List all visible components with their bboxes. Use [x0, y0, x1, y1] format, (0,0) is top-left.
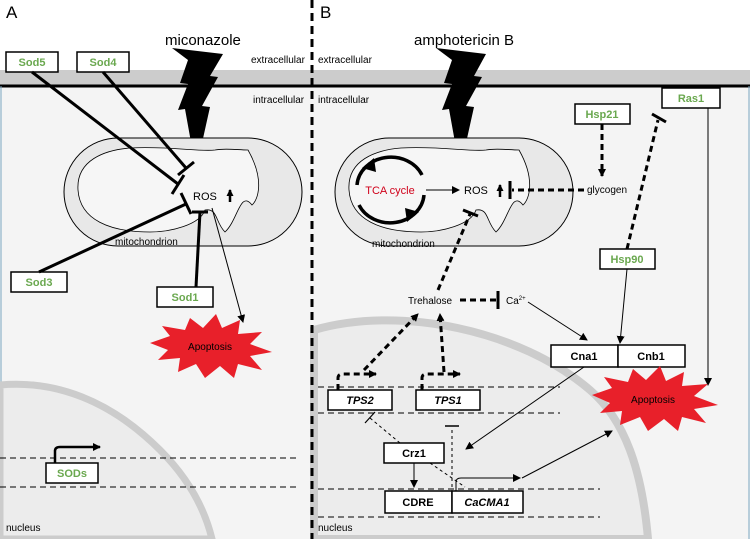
extracellular-label-a: extracellular: [251, 55, 306, 66]
hsp21-label: Hsp21: [585, 109, 618, 121]
tps1-gene-box: [415, 389, 481, 411]
trehalose-inhibit-ros-bar: [462, 208, 479, 218]
intracellular-label-b: intracellular: [318, 95, 370, 106]
tca-cycle-arrowhead-bottom: [405, 208, 419, 222]
glycogen-label: glycogen: [587, 185, 627, 196]
sod4-label: Sod4: [90, 57, 118, 69]
ros-to-apoptosis-arrow-a: [211, 207, 246, 323]
sod5-inhibit-bar: [170, 174, 186, 195]
ras1-label: Ras1: [678, 93, 704, 105]
sods-promoter-arrow-icon: [53, 443, 101, 463]
intracellular-label-a: intracellular: [253, 95, 305, 106]
extracellular-label-b: extracellular: [318, 55, 373, 66]
tps1-label: TPS1: [434, 395, 462, 407]
sod4-inhibit-bar: [177, 160, 195, 177]
apoptosis-label-b: Apoptosis: [631, 395, 675, 406]
cacma1-promoter-arrow-icon: [455, 474, 521, 491]
panel-b-letter: B: [320, 3, 331, 22]
mitochondrion-label-b: mitochondrion: [372, 239, 435, 250]
nucleus-a: [0, 380, 216, 539]
cacma1-to-apoptosis-arrow: [521, 430, 613, 479]
mitochondrion-label-a: mitochondrion: [115, 237, 178, 248]
tca-cycle-label: TCA cycle: [365, 185, 415, 197]
hsp90-to-calcineurin-arrow: [616, 268, 628, 344]
tca-cycle-arc-bottom: [357, 194, 426, 225]
tca-cycle-arc-top: [355, 155, 424, 186]
sod5-inhibit-line: [31, 70, 179, 186]
sod3-inhibit-bar: [179, 192, 193, 215]
apoptosis-label-a: Apoptosis: [188, 342, 232, 353]
cacma1-label: CaCMA1: [464, 497, 509, 509]
apoptosis-burst-b: [592, 366, 718, 431]
amphotericin-label: amphotericin B: [414, 32, 514, 49]
tca-cycle-arrowhead-top: [362, 158, 376, 172]
crz1-inhibit-tps2-line: [369, 417, 401, 444]
tps1-promoter-arrow-icon: [420, 370, 461, 390]
lightning-bolt-a-icon: [172, 48, 223, 170]
apoptosis-burst-a: [150, 314, 272, 378]
sod3-label: Sod3: [26, 277, 53, 289]
nucleus-b: [310, 316, 653, 539]
trehalose-label: Trehalose: [408, 296, 453, 307]
sod1-inhibit-line: [194, 211, 202, 288]
tps2-promoter-arrow-icon: [336, 370, 377, 390]
sod5-box: [5, 51, 59, 73]
ros-label-b: ROS: [464, 185, 488, 197]
cacma1-box: [451, 490, 524, 514]
sod4-inhibit-line: [101, 71, 188, 169]
ras1-box: [661, 87, 721, 109]
cdre-label: CDRE: [402, 497, 433, 509]
hsp90-label: Hsp90: [610, 254, 643, 266]
ros-label-a: ROS: [193, 191, 217, 203]
cna1-label: Cna1: [571, 351, 598, 363]
crz1-inhibit-tps2-bar: [364, 411, 376, 424]
tps2-gene-box: [327, 389, 393, 411]
mitochondrion-a-cristae: [77, 147, 260, 233]
hsp90-inhibit-ras1-bar: [651, 112, 667, 124]
cnb1-label: Cnb1: [637, 351, 665, 363]
calcineurin-to-crz1-arrow: [465, 366, 585, 450]
cnb1-box: [617, 344, 686, 368]
crz1-to-cacma1-dotted: [429, 462, 466, 488]
sods-gene-box: [45, 462, 99, 484]
sod1-label: Sod1: [172, 292, 199, 304]
sod5-label: Sod5: [19, 57, 46, 69]
crz1-label: Crz1: [402, 448, 426, 460]
calcium-label: Ca2+: [506, 296, 526, 307]
tps2-to-trehalose-arrow: [362, 312, 420, 372]
trehalose-inhibit-ros-line: [436, 213, 472, 291]
sod1-box: [156, 286, 214, 308]
miconazole-label: miconazole: [165, 32, 241, 49]
tps2-label: TPS2: [346, 395, 374, 407]
hsp90-inhibit-ras1-line: [625, 119, 660, 250]
nucleus-label-a: nucleus: [6, 523, 40, 534]
sods-label: SODs: [57, 468, 87, 480]
lightning-bolt-b-icon: [436, 48, 486, 170]
calcium-to-calcineurin-arrow: [527, 301, 588, 341]
nucleus-label-b: nucleus: [318, 523, 352, 534]
sod3-inhibit-line: [38, 202, 187, 274]
panel-a-letter: A: [6, 3, 18, 22]
